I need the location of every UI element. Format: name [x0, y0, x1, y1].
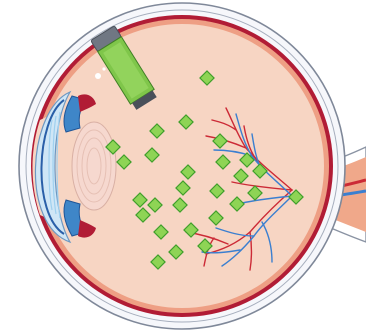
lens — [72, 122, 116, 210]
lens-body — [72, 122, 116, 210]
